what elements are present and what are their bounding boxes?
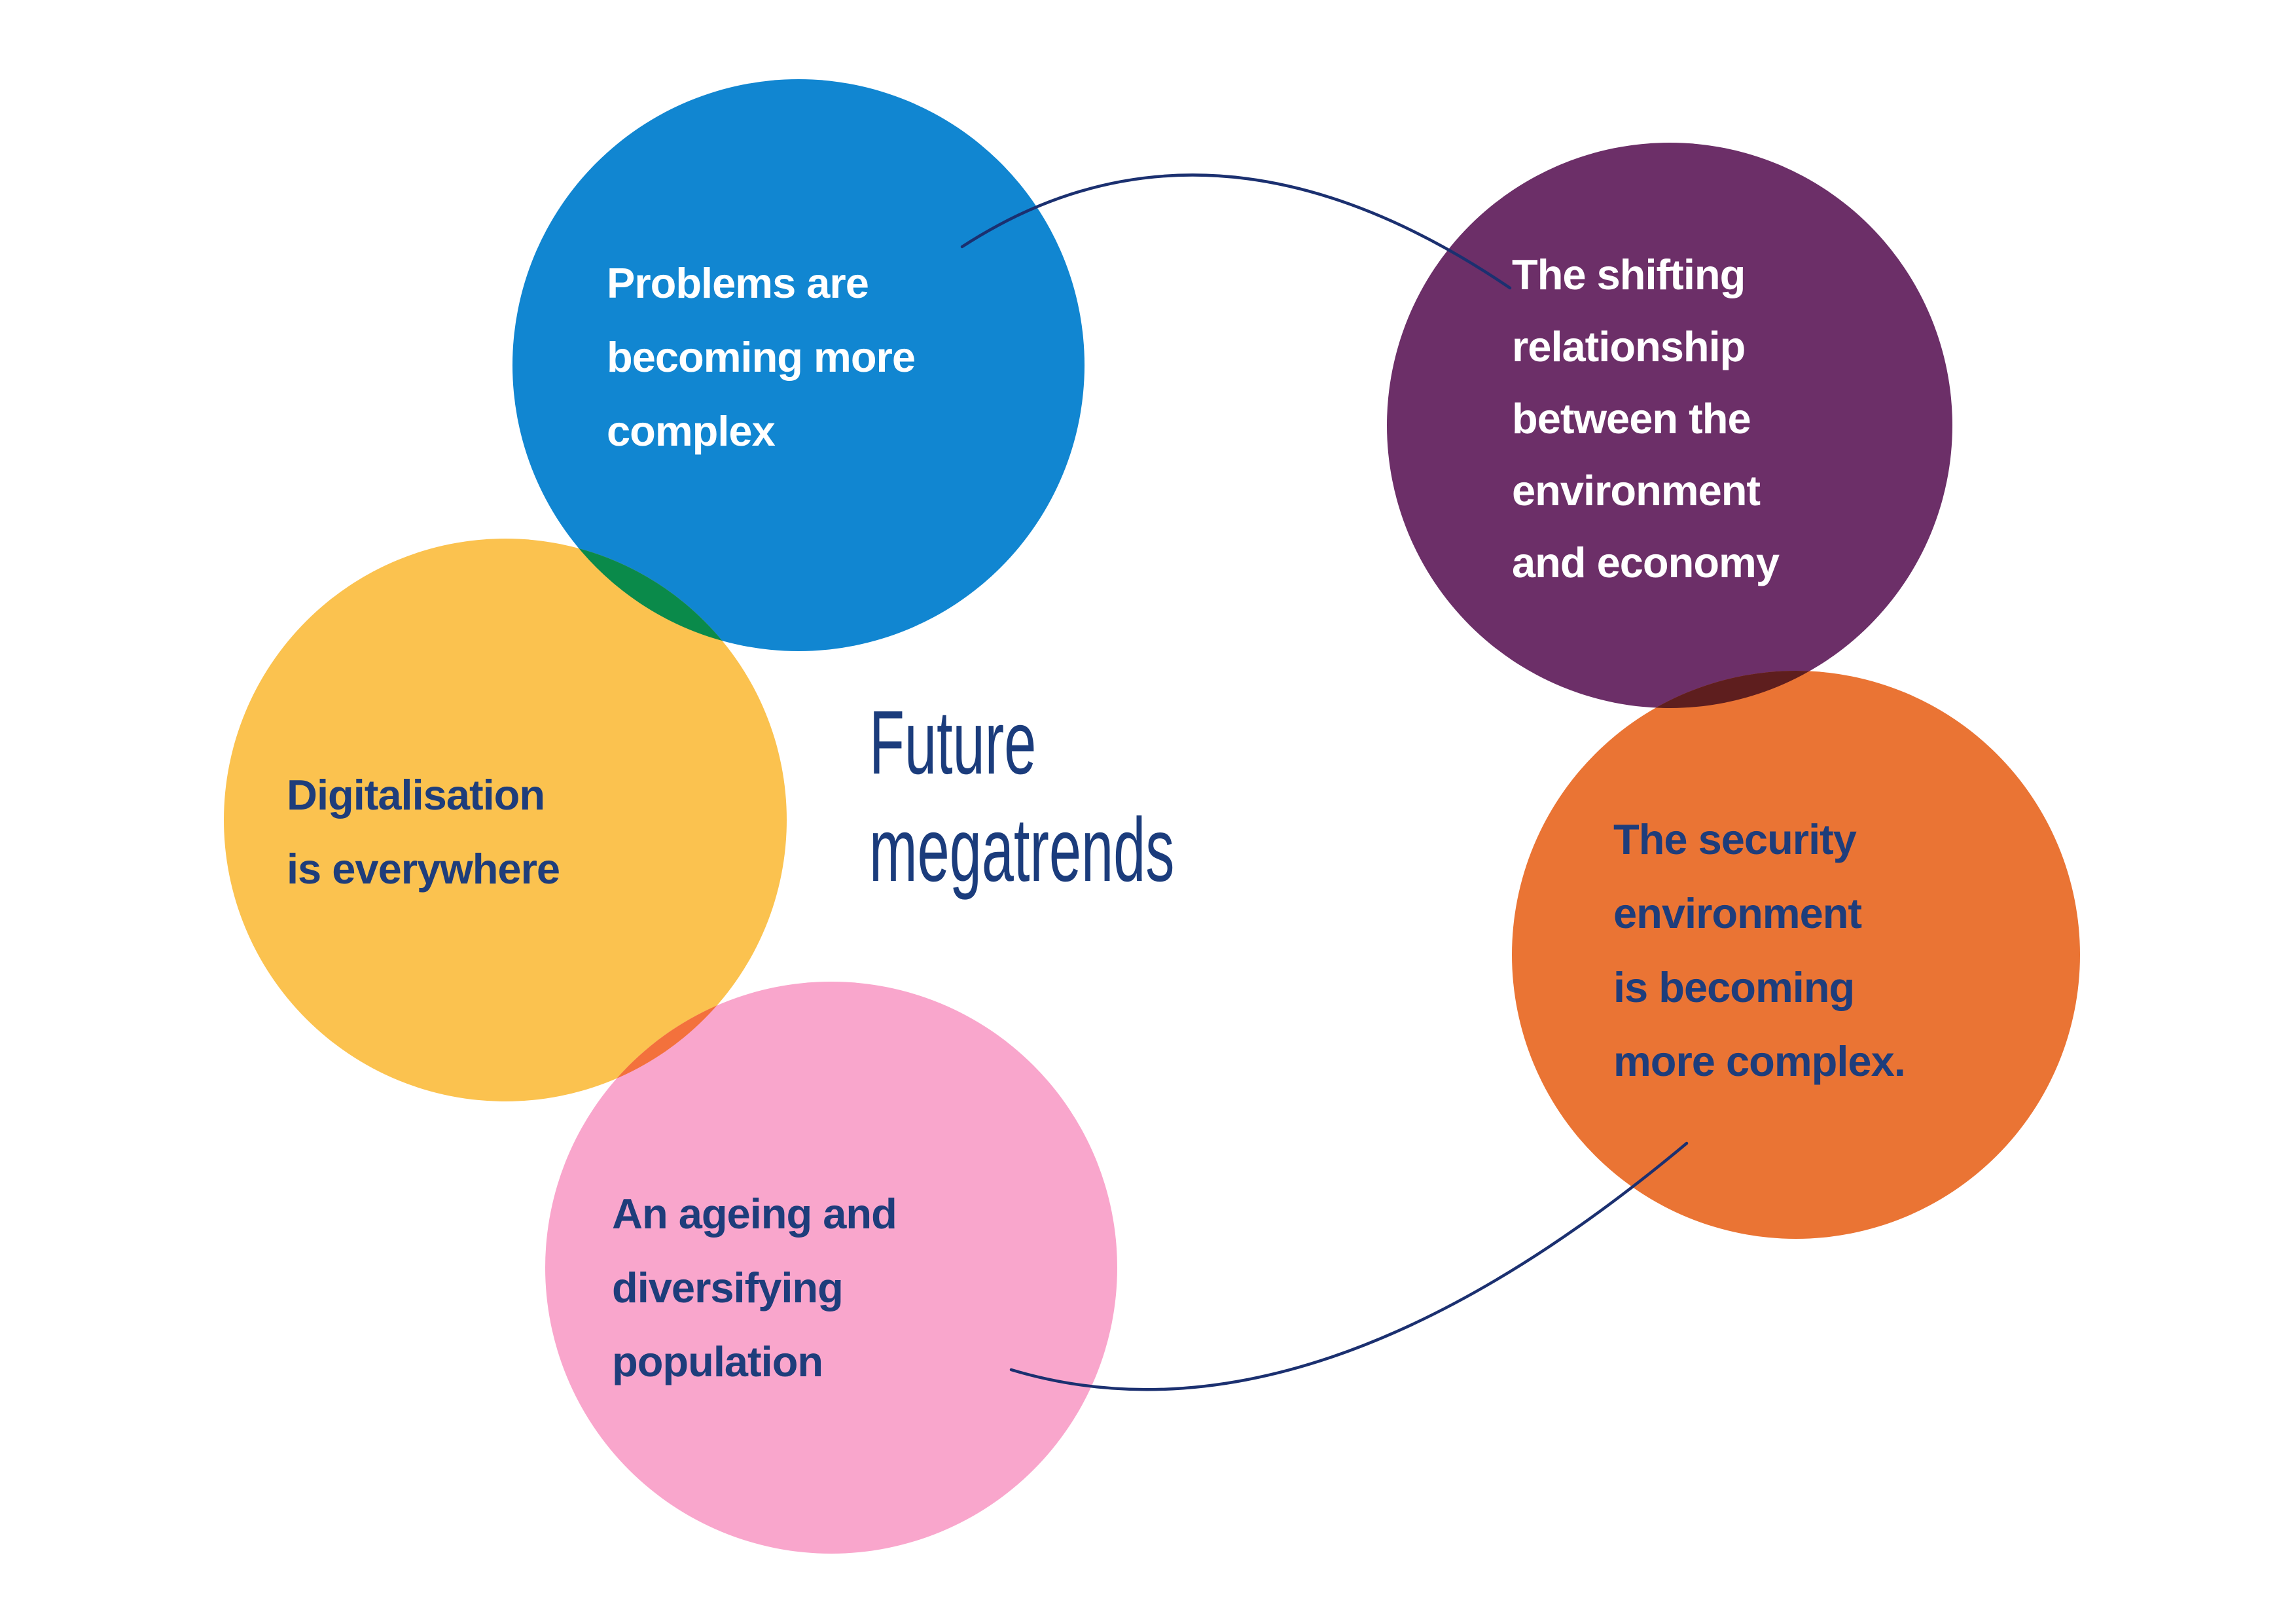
- connector-population-to-security: [1009, 1141, 1689, 1391]
- circle-digitalisation: [224, 539, 787, 1101]
- label-digitalisation: Digitalisation is everywhere: [287, 771, 560, 893]
- label-environment-economy: The shifting relationship between the en…: [1512, 251, 1780, 586]
- circle-problems: [512, 79, 1085, 651]
- circle-population: [545, 982, 1117, 1554]
- circle-security: [1512, 671, 2080, 1239]
- label-problems: Problems are becoming more complex: [607, 259, 916, 455]
- label-population: An ageing and diversifying population: [612, 1190, 897, 1385]
- circle-environment-economy: [1387, 143, 1952, 708]
- diagram-title: Future megatrends: [869, 692, 1175, 901]
- connector-problems-to-environment: [960, 173, 1512, 290]
- label-security: The security environment is becoming mor…: [1613, 815, 1906, 1085]
